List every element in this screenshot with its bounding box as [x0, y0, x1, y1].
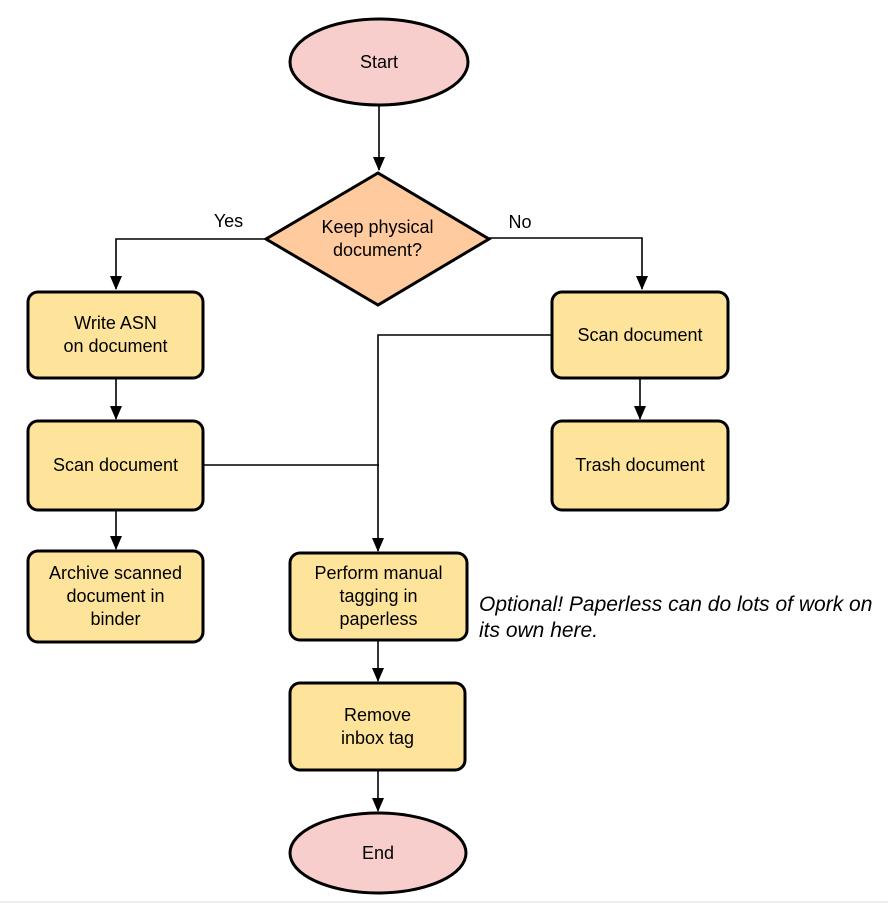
page-bottom-divider	[0, 901, 888, 903]
write-asn-shape	[26, 290, 205, 380]
remove-inbox-tag-shape	[288, 681, 467, 772]
write-asn-label: Write ASN on document	[63, 313, 168, 356]
scan-document-right-shape	[550, 290, 730, 380]
scan-document-left-label: Scan document	[52, 455, 179, 475]
decision-diamond-shape	[263, 171, 492, 307]
edge-label-no: No	[508, 212, 532, 232]
optional-annotation: Optional! Paperless can do lots of work …	[479, 593, 873, 642]
start-terminator-shape	[288, 17, 470, 107]
start-label: Start	[359, 51, 398, 72]
decision-label: Keep physical document?	[321, 216, 434, 260]
scan-document-right-label: Scan document	[577, 324, 703, 345]
remove-inbox-tag-label: Remove inbox tag	[340, 704, 415, 748]
end-label: End	[361, 842, 395, 863]
archive-binder-label: Archive scanned document in binder	[48, 563, 183, 629]
manual-tagging-label: Perform manual tagging in paperless	[314, 563, 443, 629]
trash-document-shape	[550, 419, 730, 512]
edge-decision-yes-to-write-asn	[110, 238, 266, 290]
scan-document-left-shape	[26, 419, 205, 512]
trash-document-label: Trash document	[575, 455, 705, 475]
edge-label-yes: Yes	[213, 211, 244, 231]
archive-binder-shape	[26, 549, 205, 644]
end-terminator-shape	[288, 811, 468, 895]
manual-tagging-shape	[288, 551, 469, 642]
edge-scan-right-to-tagging	[372, 334, 552, 552]
edge-decision-no-to-scan-right	[489, 237, 648, 290]
